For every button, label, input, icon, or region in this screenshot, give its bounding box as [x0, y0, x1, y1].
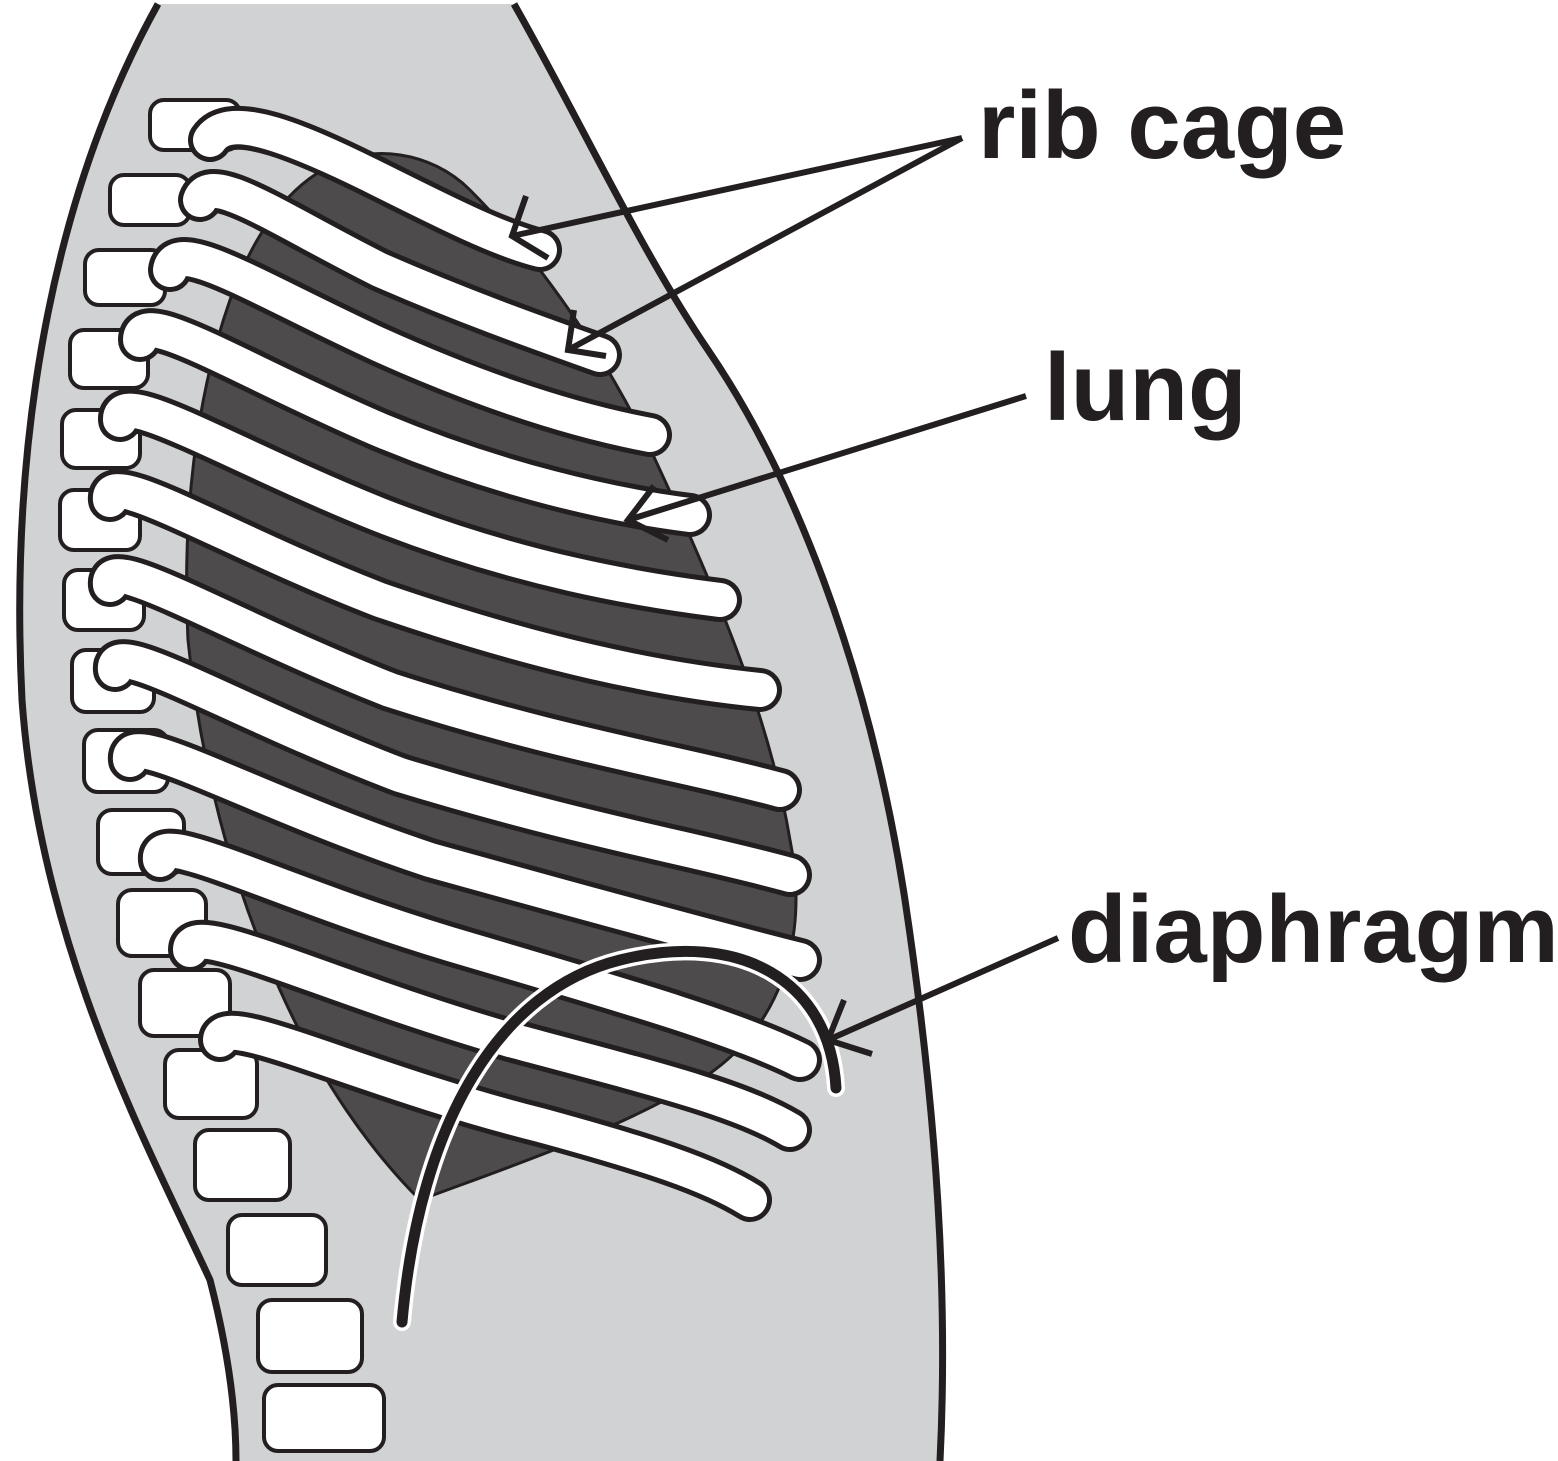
- lung-label: lung: [1044, 334, 1247, 441]
- vertebra: [264, 1385, 384, 1451]
- rib-cage-label: rib cage: [978, 72, 1346, 179]
- vertebra: [228, 1215, 326, 1285]
- vertebra: [165, 1050, 257, 1118]
- diaphragm-label: diaphragm: [1068, 876, 1558, 983]
- vertebra: [195, 1130, 290, 1200]
- vertebra: [258, 1300, 362, 1372]
